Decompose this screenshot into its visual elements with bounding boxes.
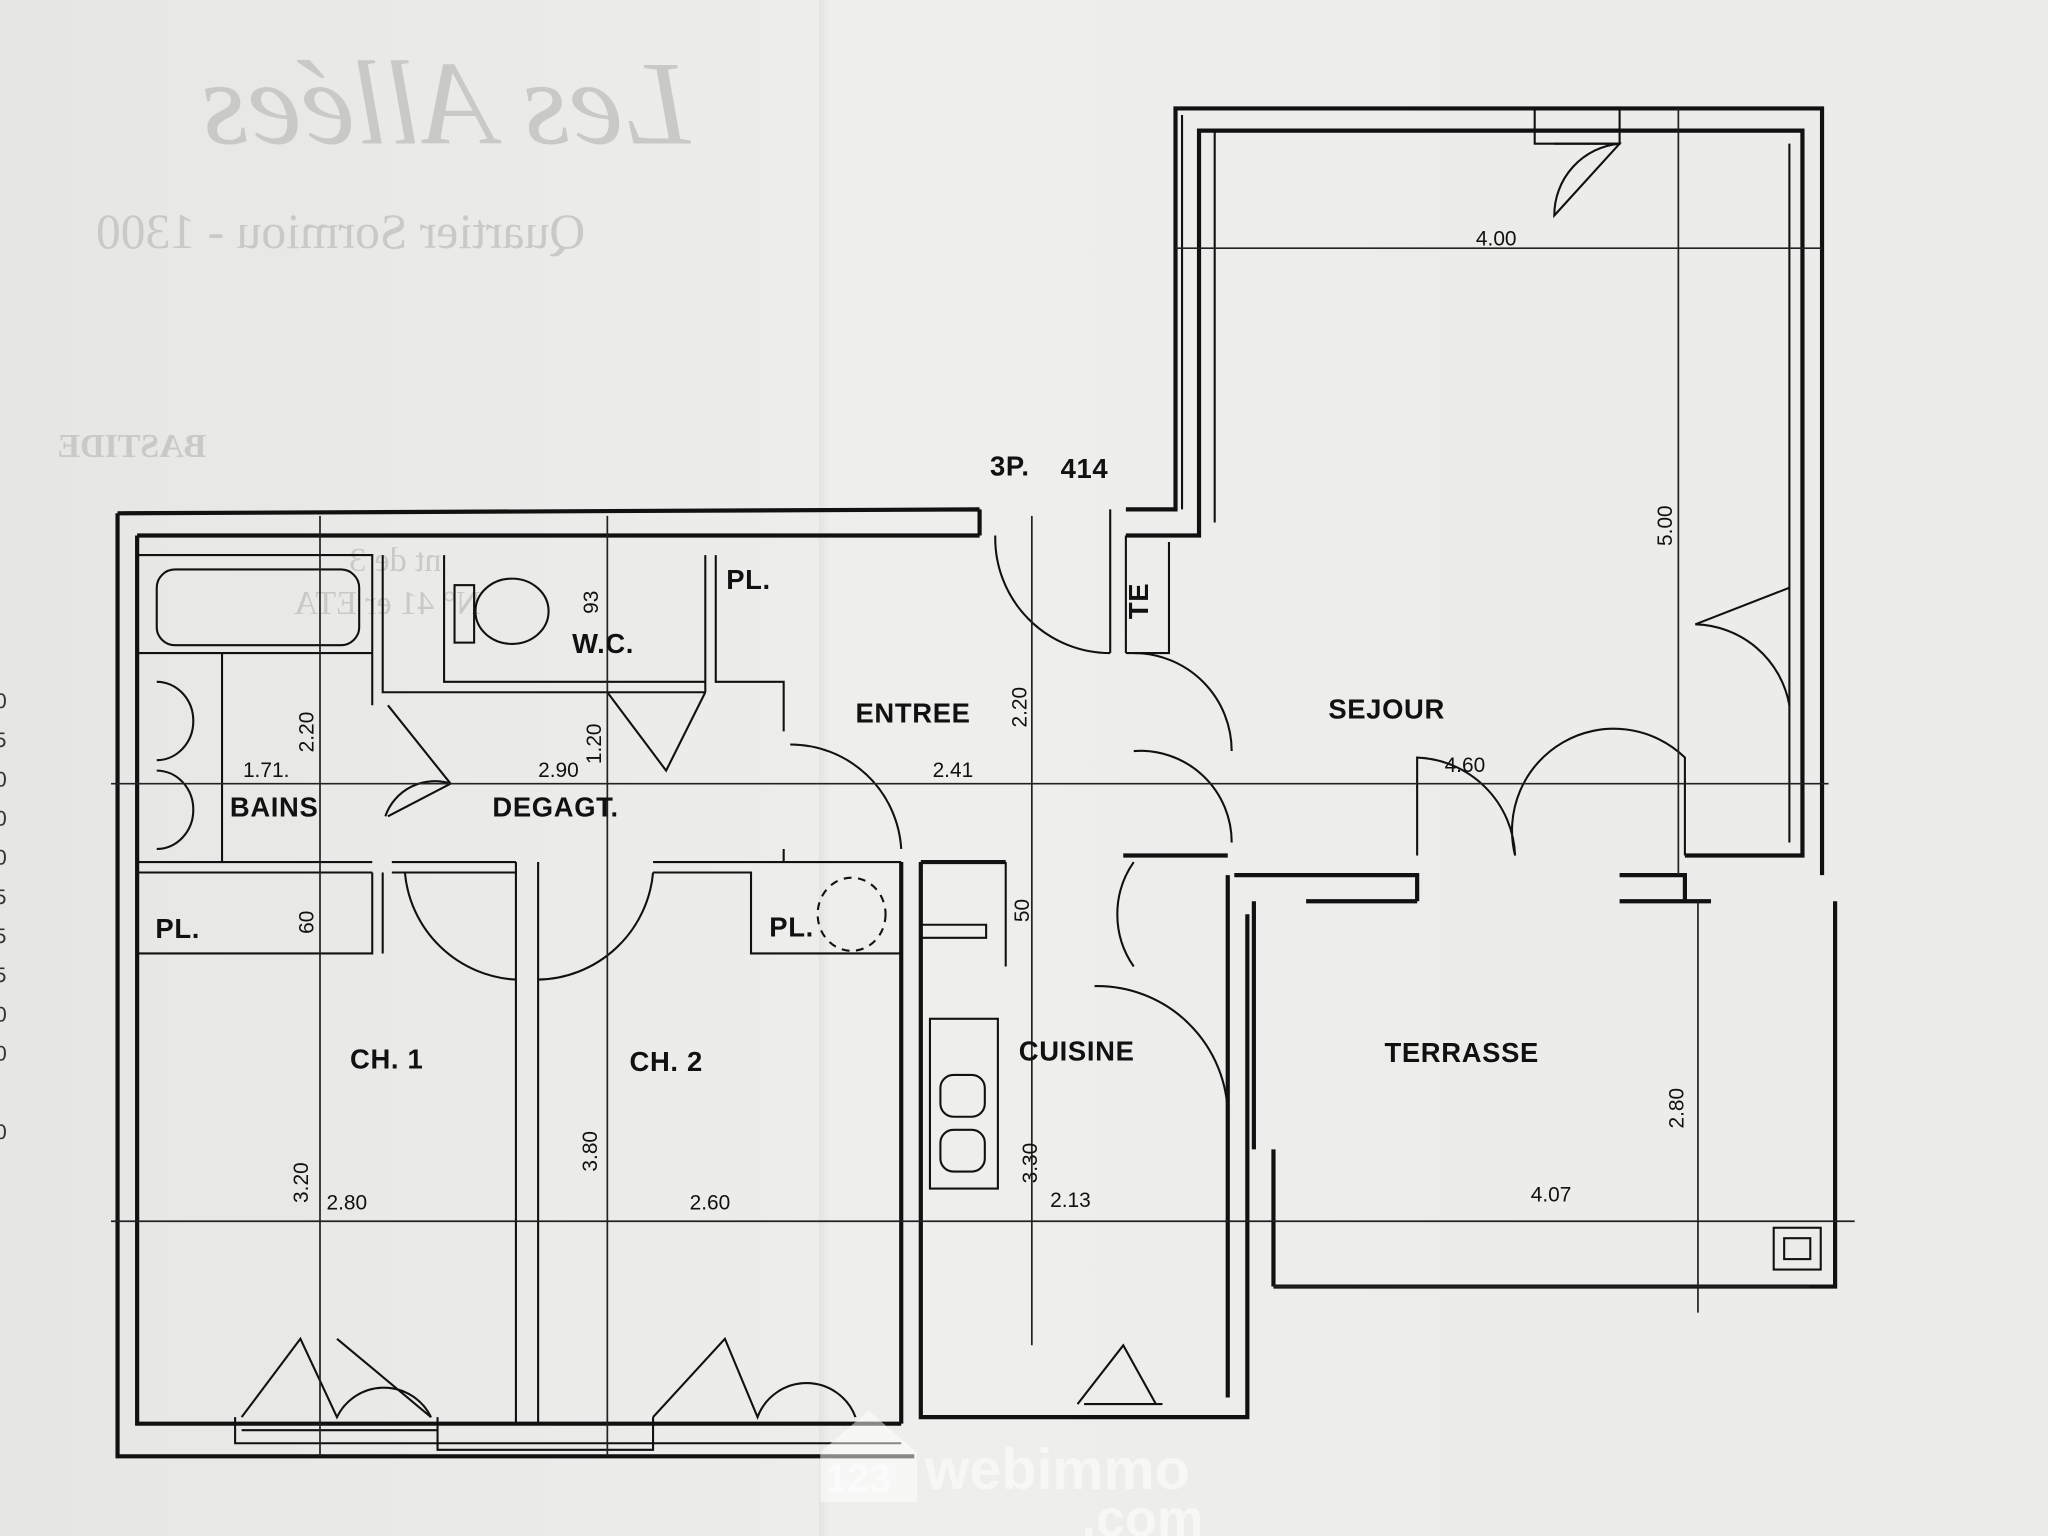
watermark-number: 123 — [825, 1458, 890, 1501]
room-label-ch2: CH. 2 — [630, 1046, 703, 1077]
edge-numbers: 0 5 0 0 0 5 5 5 0 0 0 — [0, 690, 7, 1144]
room-label-cuisine: CUISINE — [1019, 1036, 1135, 1067]
background-print: Les Allées Quartier Sormiou - 1300 BASTI… — [57, 37, 691, 622]
dim-bains-width: 1.71. — [243, 759, 289, 782]
edge-number: 0 — [0, 1121, 7, 1144]
bathtub-icon — [155, 568, 361, 647]
ghost-line1: nt de 3 — [349, 542, 441, 579]
dim-ch2-depth: 3.80 — [579, 1131, 602, 1172]
door-swings — [240, 142, 1791, 1420]
dim-ch1-depth: 3.20 — [290, 1162, 313, 1203]
room-label-sejour: SEJOUR — [1328, 693, 1445, 724]
dim-sejour-length: 4.60 — [1445, 754, 1486, 777]
dim-sejour-width: 4.00 — [1476, 228, 1517, 251]
toilet-icon — [474, 577, 550, 645]
drain-icon — [1772, 1226, 1822, 1271]
edge-number: 0 — [0, 1003, 7, 1026]
dim-degagt-length: 2.90 — [538, 759, 579, 782]
room-label-bains: BAINS — [230, 791, 319, 822]
ghost-title: Les Allées — [201, 37, 691, 170]
fixtures — [155, 568, 1822, 1271]
dim-ch1-width: 2.80 — [327, 1191, 368, 1214]
dim-wc-depth: 93 — [580, 591, 603, 614]
dim-sejour-depth: 5.00 — [1654, 505, 1677, 546]
dim-degagt-width: 1.20 — [583, 723, 606, 764]
ghost-line2: N° 41 er ETA — [293, 585, 481, 622]
room-labels: 3P. 414 W.C. ENTREE SEJOUR BAINS DEGAGT.… — [155, 450, 1538, 1077]
dim-cuisine-depth: 3.30 — [1019, 1143, 1042, 1184]
room-label-wc: W.C. — [572, 628, 634, 659]
dimension-lines — [111, 108, 1855, 1457]
stove-icon — [928, 1017, 999, 1190]
dim-ch2-width: 2.60 — [690, 1191, 731, 1214]
edge-number: 5 — [0, 886, 7, 909]
dim-terrasse-depth: 2.80 — [1666, 1088, 1689, 1129]
closet-label: PL. — [726, 564, 771, 595]
room-label-degagt: DEGAGT. — [492, 791, 618, 822]
exterior-walls — [115, 106, 1838, 1459]
room-label-entree: ENTREE — [856, 697, 971, 728]
dim-cuisine-width: 2.13 — [1050, 1189, 1091, 1212]
te-label: TE — [1123, 583, 1154, 619]
edge-number: 5 — [0, 964, 7, 987]
ghost-bastide: BASTIDE — [57, 428, 206, 465]
edge-number: 0 — [0, 768, 7, 791]
edge-number: 5 — [0, 729, 7, 752]
dim-entree-length: 2.41 — [933, 759, 974, 782]
closet-label: PL. — [155, 913, 200, 944]
unit-number: 414 — [1061, 453, 1109, 484]
closet-label: PL. — [769, 911, 814, 942]
dim-bains-length: 2.20 — [295, 712, 318, 753]
edge-number: 0 — [0, 807, 7, 830]
edge-number: 0 — [0, 847, 7, 870]
edge-number: 0 — [0, 1043, 7, 1066]
dim-entree-closet: 50 — [1011, 899, 1034, 922]
dimension-labels: 4.00 5.00 93 2.20 1.71. 2.90 1.20 2.41 2… — [243, 228, 1689, 1215]
room-label-ch1: CH. 1 — [350, 1043, 423, 1074]
dim-terrasse-width: 4.07 — [1531, 1184, 1572, 1207]
interior-walls — [137, 509, 1171, 1424]
toilet-tank-icon — [453, 584, 476, 644]
dim-closet-depth: 60 — [295, 911, 318, 934]
water-heater-icon — [816, 876, 887, 952]
watermark-brand: webimmo — [924, 1438, 1190, 1502]
unit-code: 3P. — [990, 450, 1030, 481]
ghost-address: Quartier Sormiou - 1300 — [96, 204, 585, 259]
watermark-tld: .com — [1081, 1490, 1203, 1536]
dim-entree-depth: 2.20 — [1009, 687, 1032, 728]
edge-number: 5 — [0, 925, 7, 948]
watermark-logo: 123 webimmo .com — [820, 1410, 1203, 1536]
edge-number: 0 — [0, 690, 7, 713]
house-logo-icon — [820, 1410, 917, 1503]
room-label-terrasse: TERRASSE — [1384, 1037, 1538, 1068]
sink-icon — [156, 680, 195, 851]
